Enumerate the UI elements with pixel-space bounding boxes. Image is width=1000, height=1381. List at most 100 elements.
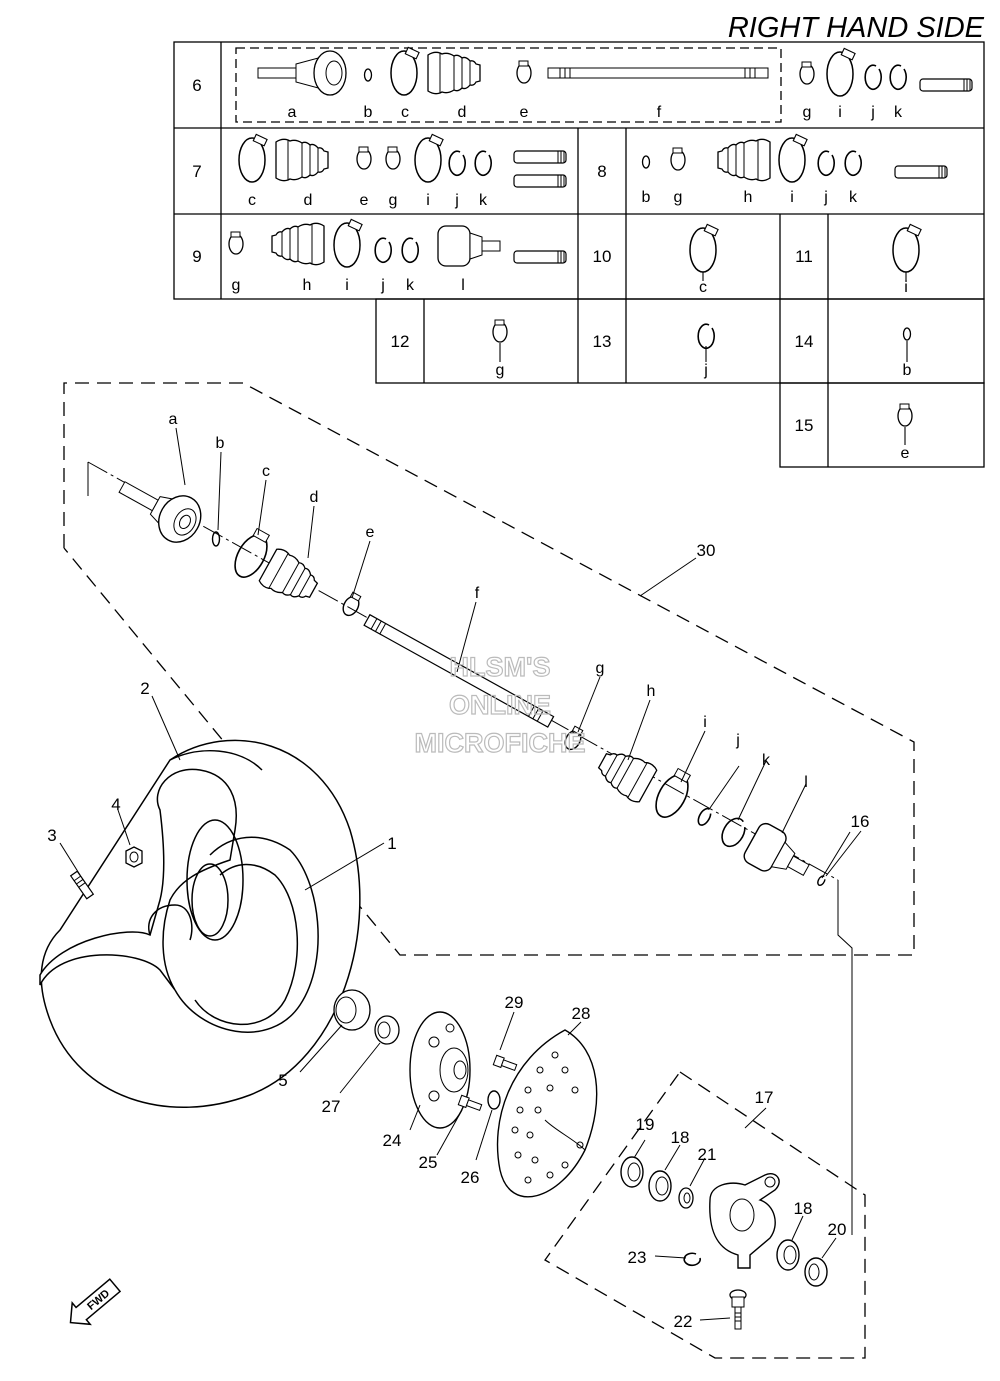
hub-icon [409,1011,471,1129]
kit-row-numbers: 6 7 8 9 10 11 12 13 14 15 [192,76,813,435]
kit-row-14-letter: b [903,362,912,379]
part-number-29: 29 [505,993,524,1012]
kit-row-7-letter: i [426,192,430,209]
shaft-letter: i [703,714,707,731]
part-number-30: 30 [697,541,716,560]
valve-icon [69,870,95,900]
boot-icon [275,138,329,182]
grease-tube-icon [894,165,948,179]
part-number-1: 1 [387,834,396,853]
circlip-icon [817,150,835,177]
part-number-26: 26 [461,1168,480,1187]
boot-band-icon [689,223,719,273]
shaft-letter: e [366,524,375,541]
circlip-icon [363,68,373,82]
part-number-20: 20 [828,1220,847,1239]
retaining-ring-icon [844,150,862,177]
kit-row-11-number: 11 [795,247,813,266]
axis-guide [837,880,853,1235]
circlip-icon [448,150,466,177]
bolt-icon [457,1094,483,1111]
kit-row-10-number: 10 [593,247,612,266]
kit-row-7-letter: e [360,192,369,209]
retaining-ring-icon [721,817,746,848]
part-number-23: 23 [628,1248,647,1267]
kit-row-7-number: 7 [192,162,201,181]
watermark-line: HLSM'S [450,652,551,682]
shaft-letter: g [596,660,605,677]
bearing-icon [776,1239,800,1271]
steering-knuckle-icon [709,1173,780,1269]
grease-tube-icon [513,150,567,164]
kit-row-9-letter: g [232,277,241,294]
kit-row-7-letter: c [248,192,256,209]
shaft-letter: j [735,732,740,749]
circlip-icon [683,1252,701,1267]
retaining-ring-icon [401,237,419,264]
band-clamp-icon [228,231,244,255]
kit-row-7-letter: d [304,192,313,209]
page-title: RIGHT HAND SIDE [728,12,985,44]
kit-row-6-letter: a [288,104,297,121]
bolt-icon [492,1054,518,1071]
kit-row-8-letter: h [744,189,753,206]
kit-row-13-number: 13 [593,332,612,351]
rim-icon [39,768,237,991]
kit-row-9-letter: l [461,277,465,294]
shaft-letter: b [216,435,225,452]
part-number-19: 19 [636,1115,655,1134]
shaft-letter: h [647,683,656,700]
kit-row-7-letters: c d e g i j k [248,192,488,209]
kit-table [173,41,985,468]
kit-single-letters: c i g j b e [496,279,912,462]
part-number-24: 24 [383,1131,402,1150]
band-clamp-icon [897,403,913,427]
shaft-letter: k [762,752,771,769]
axle-nut-icon [374,1015,400,1045]
watermark-line: MICROFICHE [415,728,586,758]
boot-icon [427,51,481,95]
boot-band-icon [655,767,692,818]
kit-row-9-letter: i [345,277,349,294]
shaft-leaders [175,427,862,877]
part-number-16: 16 [851,812,870,831]
grease-tube-icon [513,250,567,264]
drive-shaft-icon [363,613,555,728]
cv-joint-outer-icon [118,481,202,543]
kit-row-6-letter: g [803,104,812,121]
circlip-icon [902,327,912,341]
cv-joint-inner-icon [743,822,810,876]
part-number-25: 25 [419,1153,438,1172]
nut-icon [125,846,143,868]
shaft-letter: d [310,489,319,506]
kit-row-9-number: 9 [192,247,201,266]
shaft-letter: c [262,463,270,480]
boot-band-icon [333,218,363,268]
circlip-icon [374,237,392,264]
spacer-icon [678,1187,694,1209]
seal-icon [333,989,371,1031]
kit-row-6-letter: f [657,104,662,121]
kit-row-8-number: 8 [597,162,606,181]
kit-row-8-letter: g [674,189,683,206]
kit-single-cells [492,223,922,445]
grease-tube-icon [919,78,973,92]
part-number-17: 17 [755,1088,774,1107]
band-clamp-icon [385,146,401,170]
kit-row-6-letter: d [458,104,467,121]
band-clamp-icon [516,60,532,84]
shaft-letter: l [804,774,808,791]
kit-row-15-number: 15 [795,416,814,435]
kit-row-8-letter: b [642,189,651,206]
bearing-icon [648,1170,672,1202]
exploded-shaft-parts [118,481,826,887]
boot-icon [591,742,659,805]
kit-row-15-letter: e [901,445,910,462]
kit-row-8-letters: b g h i j k [642,189,858,206]
wheel-small-parts [69,846,598,1198]
part-number-2: 2 [140,679,149,698]
part-numbers: 1 2 3 4 5 16 17 18 18 19 20 21 22 23 24 … [47,541,869,1331]
part-number-27: 27 [322,1097,341,1116]
cv-joint-inner-icon [437,225,501,267]
part-number-5: 5 [278,1071,287,1090]
